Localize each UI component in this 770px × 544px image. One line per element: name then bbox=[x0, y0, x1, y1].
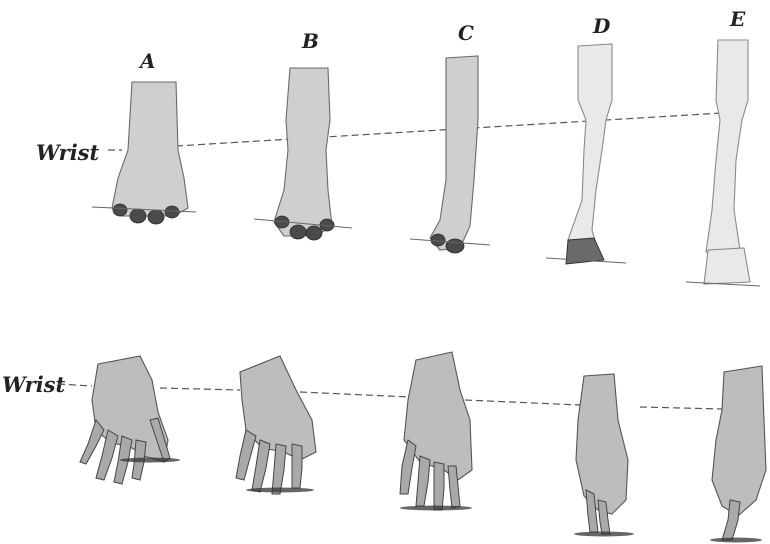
limb-c bbox=[410, 56, 490, 253]
hand-a bbox=[80, 356, 180, 484]
hand-d bbox=[574, 374, 634, 537]
label-b: B bbox=[301, 29, 319, 53]
hand-b bbox=[236, 356, 316, 494]
label-a: A bbox=[138, 49, 156, 73]
label-c: C bbox=[458, 21, 474, 45]
limb-a bbox=[92, 82, 196, 224]
limb-b bbox=[254, 68, 352, 240]
wrist-label-bottom: Wrist bbox=[2, 372, 66, 397]
hand-e bbox=[710, 366, 766, 543]
hand-c bbox=[400, 352, 472, 511]
limb-e bbox=[686, 40, 760, 286]
wrist-label-top: Wrist bbox=[36, 140, 100, 165]
label-d: D bbox=[592, 14, 611, 38]
label-e: E bbox=[729, 7, 746, 31]
wrist-line-bottom bbox=[58, 384, 722, 409]
limb-d bbox=[546, 44, 626, 264]
wrist-line-top bbox=[108, 113, 722, 150]
